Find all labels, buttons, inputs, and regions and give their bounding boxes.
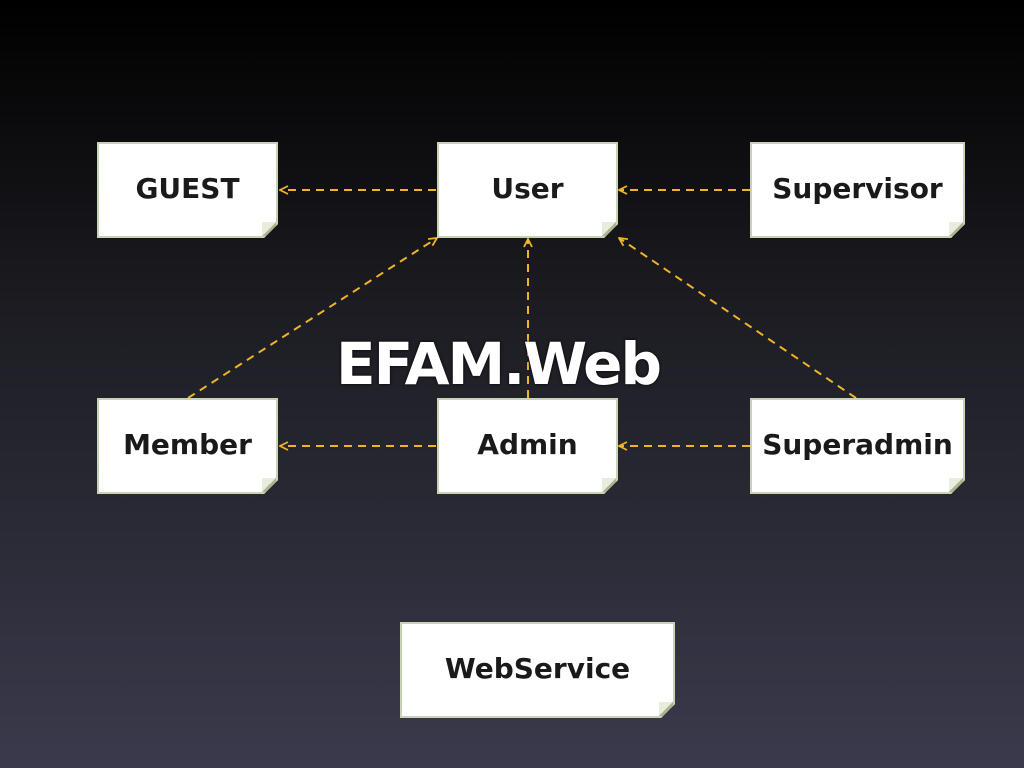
node-webservice: WebService — [400, 622, 675, 718]
node-webservice-label: WebService — [444, 651, 631, 685]
node-supervisor-label: Supervisor — [772, 171, 943, 205]
node-guest-label: GUEST — [135, 171, 240, 205]
edge-member-to-user — [187, 238, 437, 399]
edge-superadmin-to-user — [619, 238, 857, 399]
node-admin-label: Admin — [477, 427, 578, 461]
node-guest: GUEST — [97, 142, 278, 238]
node-member-label: Member — [123, 427, 252, 461]
node-supervisor: Supervisor — [750, 142, 965, 238]
node-member: Member — [97, 398, 278, 494]
node-user: User — [437, 142, 618, 238]
node-superadmin-label: Superadmin — [762, 427, 953, 461]
node-user-label: User — [491, 171, 564, 205]
node-superadmin: Superadmin — [750, 398, 965, 494]
node-admin: Admin — [437, 398, 618, 494]
diagram-title: EFAM.Web — [336, 330, 662, 398]
